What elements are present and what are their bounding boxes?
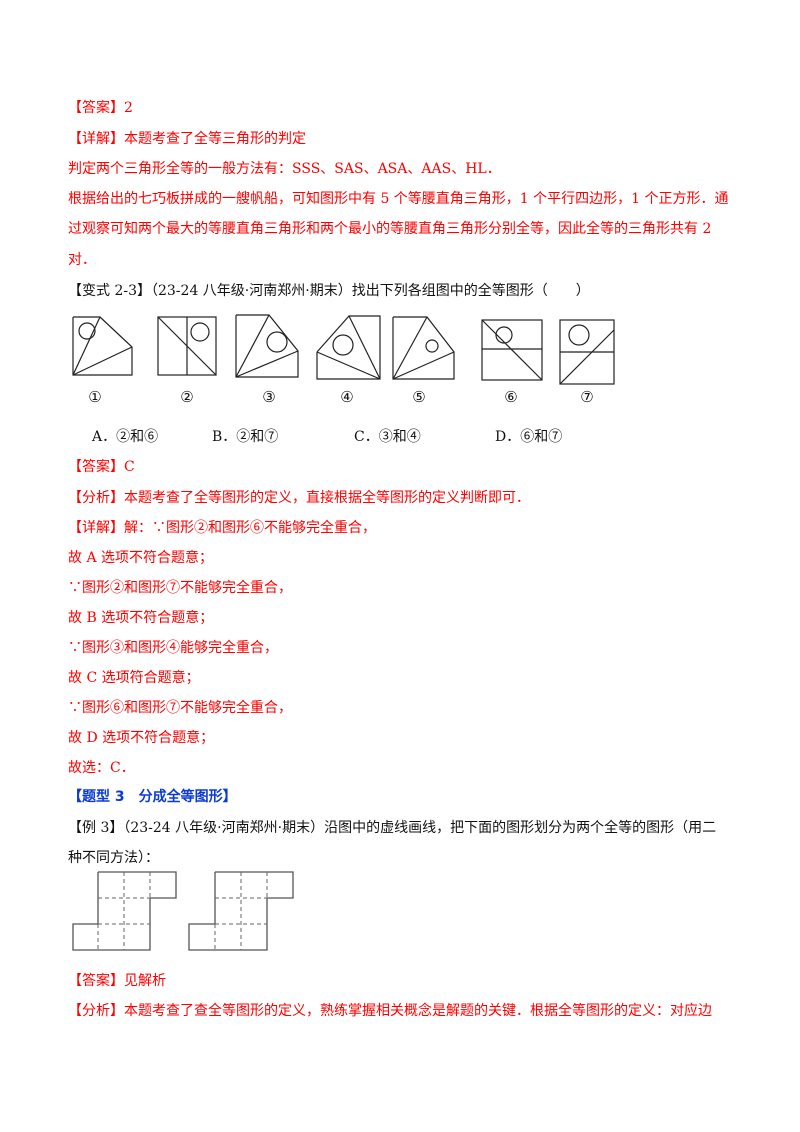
option-c[interactable]: C．③和④ <box>354 426 421 446</box>
figure-label: ② <box>180 388 193 406</box>
figure-6 <box>481 319 543 381</box>
detail-text: 故 A 选项不符合题意； <box>68 550 214 566</box>
answer-line: 【答案】2 <box>68 100 133 116</box>
detail-text: 根据给出的七巧板拼成的一艘帆船，可知图形中有 5 个等腰直角三角形，1 个平行四… <box>68 191 729 207</box>
figure-label: ④ <box>340 388 353 406</box>
figure-2 <box>157 316 217 376</box>
figure-1 <box>72 316 133 376</box>
figure-3 <box>235 314 299 378</box>
detail-text: 对． <box>68 252 96 268</box>
option-a[interactable]: A．②和⑥ <box>92 426 158 446</box>
figure-label: ① <box>88 388 101 406</box>
analysis-line: 【分析】本题考查了全等图形的定义，直接根据全等图形的定义判断即可． <box>68 490 530 506</box>
detail-text: ∵图形⑥和图形⑦不能够完全重合， <box>68 700 292 716</box>
option-text: ②和⑥ <box>116 429 159 445</box>
detail-text: 故 B 选项不符合题意； <box>68 610 214 626</box>
option-letter: C． <box>354 429 379 445</box>
option-text: ⑥和⑦ <box>520 429 563 445</box>
option-letter: A． <box>92 429 117 445</box>
option-text: ③和④ <box>378 429 421 445</box>
analysis-line: 【分析】本题考查了查全等图形的定义，熟练掌握相关概念是解题的关键．根据全等图形的… <box>68 1003 712 1019</box>
figure-label: ③ <box>262 388 275 406</box>
detail-heading: 【详解】本题考查了全等三角形的判定 <box>68 131 306 147</box>
detail-text: 故选：C． <box>68 760 135 776</box>
grid-figure-2 <box>188 871 294 951</box>
detail-text: 故 D 选项不符合题意； <box>68 730 215 746</box>
option-b[interactable]: B．②和⑦ <box>212 426 278 446</box>
example-text: 种不同方法）： <box>68 850 159 866</box>
option-letter: B． <box>212 429 237 445</box>
grid-figures <box>72 871 294 951</box>
detail-text: 【详解】解：∵图形②和图形⑥不能够完全重合， <box>68 520 376 536</box>
option-d[interactable]: D．⑥和⑦ <box>495 426 562 446</box>
detail-text: 过观察可知两个最大的等腰直角三角形和两个最小的等腰直角三角形分别全等，因此全等的… <box>68 221 712 237</box>
option-letter: D． <box>495 429 521 445</box>
detail-text: ∵图形③和图形④能够完全重合， <box>68 640 278 656</box>
section-heading: 【题型 3 分成全等图形】 <box>68 789 237 805</box>
answer-line: 【答案】见解析 <box>68 973 166 989</box>
detail-text: 故 C 选项符合题意； <box>68 670 200 686</box>
detail-text: 判定两个三角形全等的一般方法有：SSS、SAS、ASA、AAS、HL． <box>68 161 501 177</box>
figure-5 <box>392 316 455 380</box>
answer-line: 【答案】C <box>68 459 135 475</box>
figure-label: ⑥ <box>504 388 517 406</box>
congruent-figures: ① ② ③ ④ ⑤ ⑥ ⑦ <box>72 314 615 406</box>
figure-label: ⑦ <box>580 388 593 406</box>
variant-title: 【变式 2-3】（23-24 八年级·河南郑州·期末）找出下列各组图中的全等图形… <box>68 283 590 299</box>
figure-label: ⑤ <box>412 388 425 406</box>
figure-7 <box>559 319 615 385</box>
detail-text: ∵图形②和图形⑦不能够完全重合， <box>68 580 292 596</box>
figure-4 <box>316 315 381 380</box>
option-text: ②和⑦ <box>236 429 279 445</box>
example-text: 【例 3】（23-24 八年级·河南郑州·期末）沿图中的虚线画线，把下面的图形划… <box>68 820 717 836</box>
grid-figure-1 <box>72 871 177 951</box>
